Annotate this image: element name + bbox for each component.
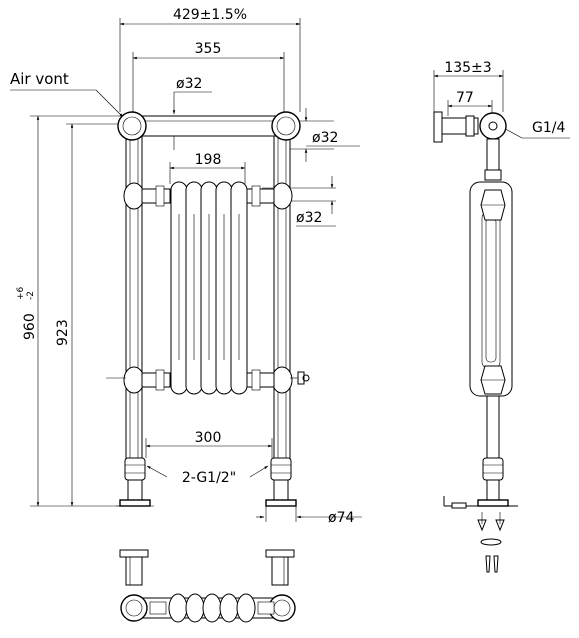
column-width-label: 198 — [195, 152, 222, 168]
valve-centres-label: 300 — [195, 430, 222, 446]
plan-view — [119, 549, 296, 623]
bracket-depth-label: 77 — [456, 90, 474, 106]
vent-thread-callout: G1/4 — [499, 120, 570, 139]
column-width-dimension: 198 — [169, 152, 246, 184]
rail-height-dimension: 923 — [55, 123, 128, 507]
overall-depth-label: 135±3 — [444, 60, 491, 76]
valve-centres-dimension: 300 — [145, 430, 273, 458]
air-vent-label: Air vont — [10, 70, 69, 88]
rail-centres-dimension: 355 — [132, 41, 285, 112]
connection-thread-label: 2-G1/2" — [182, 470, 236, 486]
overall-depth-dimension: 135±3 — [433, 60, 504, 112]
top-rail-diameter-callout: ø32 — [290, 108, 360, 162]
foot-diameter-label: ø74 — [328, 510, 354, 526]
rail-centres-label: 355 — [195, 41, 222, 57]
left-foot — [119, 499, 151, 507]
top-rail-diameter-label: ø32 — [312, 130, 338, 146]
rail-height-label: 923 — [55, 319, 71, 346]
overall-width-dimension: 429±1.5% — [119, 7, 301, 112]
radiator-front — [106, 111, 310, 507]
overall-height-tolerance-lower: -2 — [26, 291, 36, 300]
rail-diameter-label: ø32 — [176, 76, 202, 92]
radiator-columns — [170, 181, 248, 395]
side-view: 135±3 77 G1/4 — [433, 60, 570, 573]
connection-thread-callout: 2-G1/2" — [146, 465, 269, 486]
rail-diameter-callout: ø32 — [172, 76, 212, 150]
front-view: 429±1.5% 355 ø32 Air vont — [10, 7, 362, 526]
column-pipe-diameter-label: ø32 — [296, 210, 322, 226]
overall-width-label: 429±1.5% — [173, 7, 247, 23]
radiator-side — [443, 112, 518, 573]
overall-height-tolerance-upper: +6 — [16, 286, 26, 300]
top-left-elbow — [117, 111, 147, 141]
vent-thread-label: G1/4 — [532, 120, 565, 136]
bracket-depth-dimension: 77 — [447, 90, 493, 116]
air-vent-callout: Air vont — [10, 70, 124, 118]
overall-height-label: 960 — [22, 313, 38, 340]
foot-diameter-callout: ø74 — [256, 506, 362, 526]
overall-height-dimension: 960 +6 -2 — [16, 115, 130, 507]
right-foot — [265, 499, 297, 507]
overall-height-value: 960 — [22, 313, 38, 340]
top-right-elbow — [271, 111, 301, 141]
